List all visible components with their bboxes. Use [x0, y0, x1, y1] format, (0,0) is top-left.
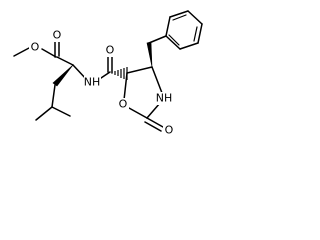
svg-text:O: O [53, 29, 62, 42]
bond-methyl-o [13, 47, 30, 57]
ester-carbonyl-oxygen: O [51, 29, 63, 42]
hash-amide-c5 [114, 67, 128, 80]
bond-ch2-ch [51, 84, 56, 108]
bond-n3-c2 [146, 102, 161, 119]
wedge-c4-ch2 [146, 41, 153, 68]
ring-nitrogen: NH [156, 92, 173, 105]
bond-c2-carbonyl-1 [146, 117, 164, 128]
svg-text:NH: NH [156, 92, 173, 105]
bond-ch2-phenyl [148, 35, 167, 44]
bond-c5-c4 [126, 66, 153, 74]
phenyl-ring [165, 10, 203, 50]
svg-text:O: O [119, 98, 128, 111]
ring-oxygen: O [117, 98, 129, 111]
carbamate-carbonyl-oxygen: O [163, 124, 175, 137]
ester-ether-oxygen: O [29, 41, 41, 54]
bond-c4-n3 [151, 66, 163, 94]
bond-c2-o1 [128, 107, 148, 119]
amide-nitrogen: NH [84, 76, 101, 89]
bond-o1-c5 [123, 72, 128, 101]
svg-text:O: O [106, 44, 115, 57]
svg-text:NH: NH [84, 76, 101, 89]
bond-ch-me1 [35, 106, 53, 121]
amide-carbonyl-oxygen: O [104, 44, 116, 57]
bond-ch-me2 [51, 106, 71, 117]
bond-o-ester-c [41, 48, 57, 58]
bond-c2-carbonyl-2 [144, 121, 162, 132]
svg-text:O: O [165, 124, 174, 137]
svg-text:O: O [31, 41, 40, 54]
chemical-structure: O O NH O NH O O [13, 10, 203, 137]
wedge-calpha-ch2 [52, 64, 74, 87]
bond-ester-calpha [56, 56, 74, 66]
